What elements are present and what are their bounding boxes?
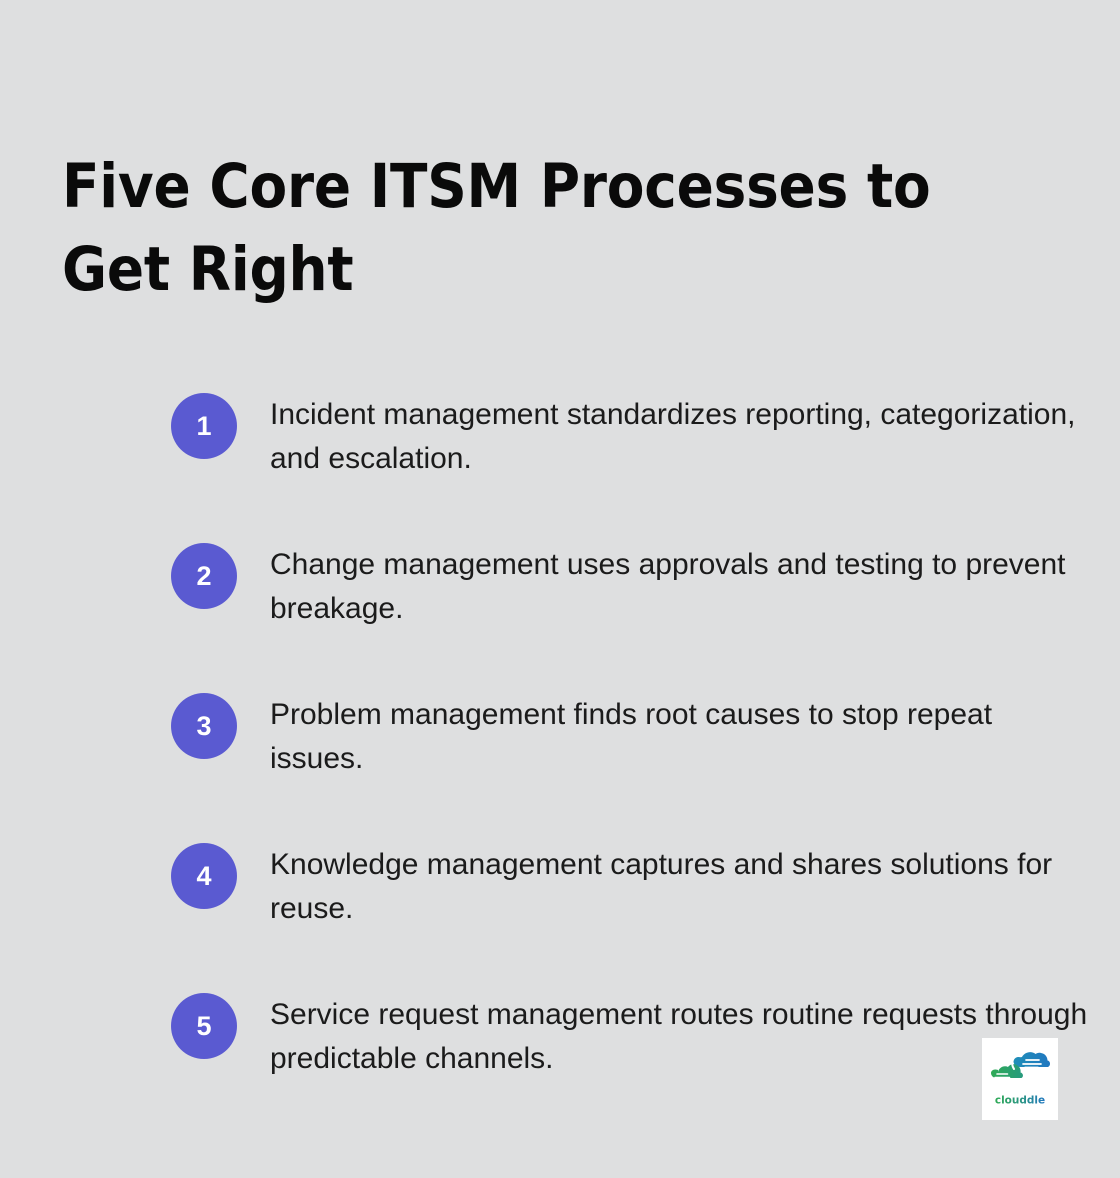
list-item-number-badge: 5 [171,993,237,1059]
list-item-number-badge: 1 [171,393,237,459]
list-item: 4 Knowledge management captures and shar… [171,843,1120,931]
list-item-text: Service request management routes routin… [270,998,1088,1075]
brand-wordmark-text: clouddle [995,1094,1045,1106]
brand-wordmark: clouddle [995,1094,1045,1106]
list-item-text: Change management uses approvals and tes… [270,548,1066,625]
list-item: 1 Incident management standardizes repor… [171,393,1120,481]
list-item-text: Incident management standardizes reporti… [270,398,1076,475]
list-item: 3 Problem management finds root causes t… [171,693,1120,781]
list-item: 5 Service request management routes rout… [171,993,1120,1081]
numbered-process-list: 1 Incident management standardizes repor… [131,393,1120,1081]
two-clouds-icon [991,1051,1051,1078]
list-item-number-badge: 4 [171,843,237,909]
brand-logo: clouddle [982,1038,1058,1120]
list-item-text: Problem management finds root causes to … [270,698,993,775]
list-item-text: Knowledge management captures and shares… [270,848,1053,925]
list-item-number-badge: 2 [171,543,237,609]
list-item: 2 Change management uses approvals and t… [171,543,1120,631]
page-title: Five Core ITSM Processes to Get Right [62,150,931,306]
list-item-number-badge: 3 [171,693,237,759]
